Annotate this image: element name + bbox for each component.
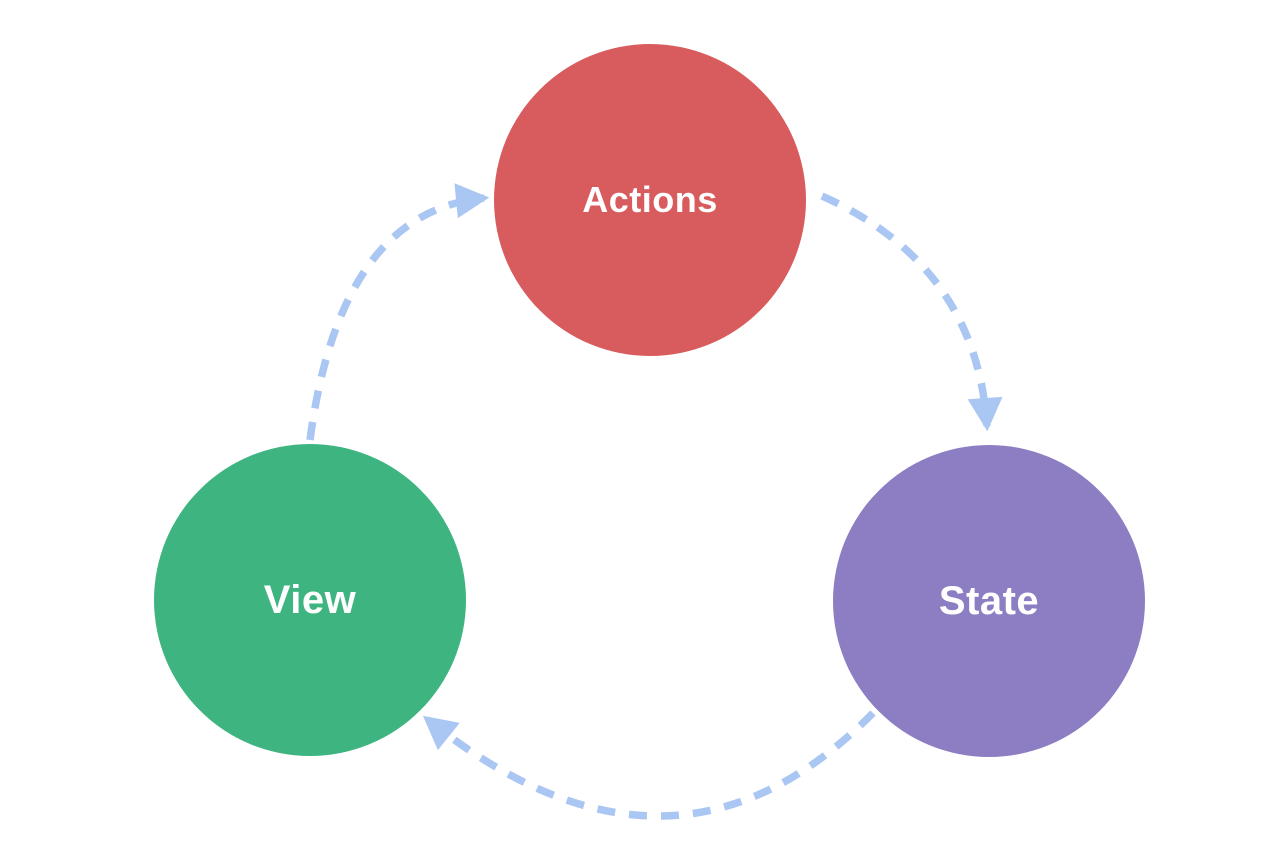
node-view: View xyxy=(154,444,466,756)
arrow-state-to-view xyxy=(422,710,876,820)
node-actions-label: Actions xyxy=(582,179,718,220)
node-view-label: View xyxy=(263,578,357,622)
node-actions: Actions xyxy=(494,44,806,356)
node-state-label: State xyxy=(938,579,1040,623)
node-state: State xyxy=(833,445,1145,757)
arrow-view-to-actions xyxy=(306,183,490,441)
arrow-actions-to-state xyxy=(820,192,1003,432)
